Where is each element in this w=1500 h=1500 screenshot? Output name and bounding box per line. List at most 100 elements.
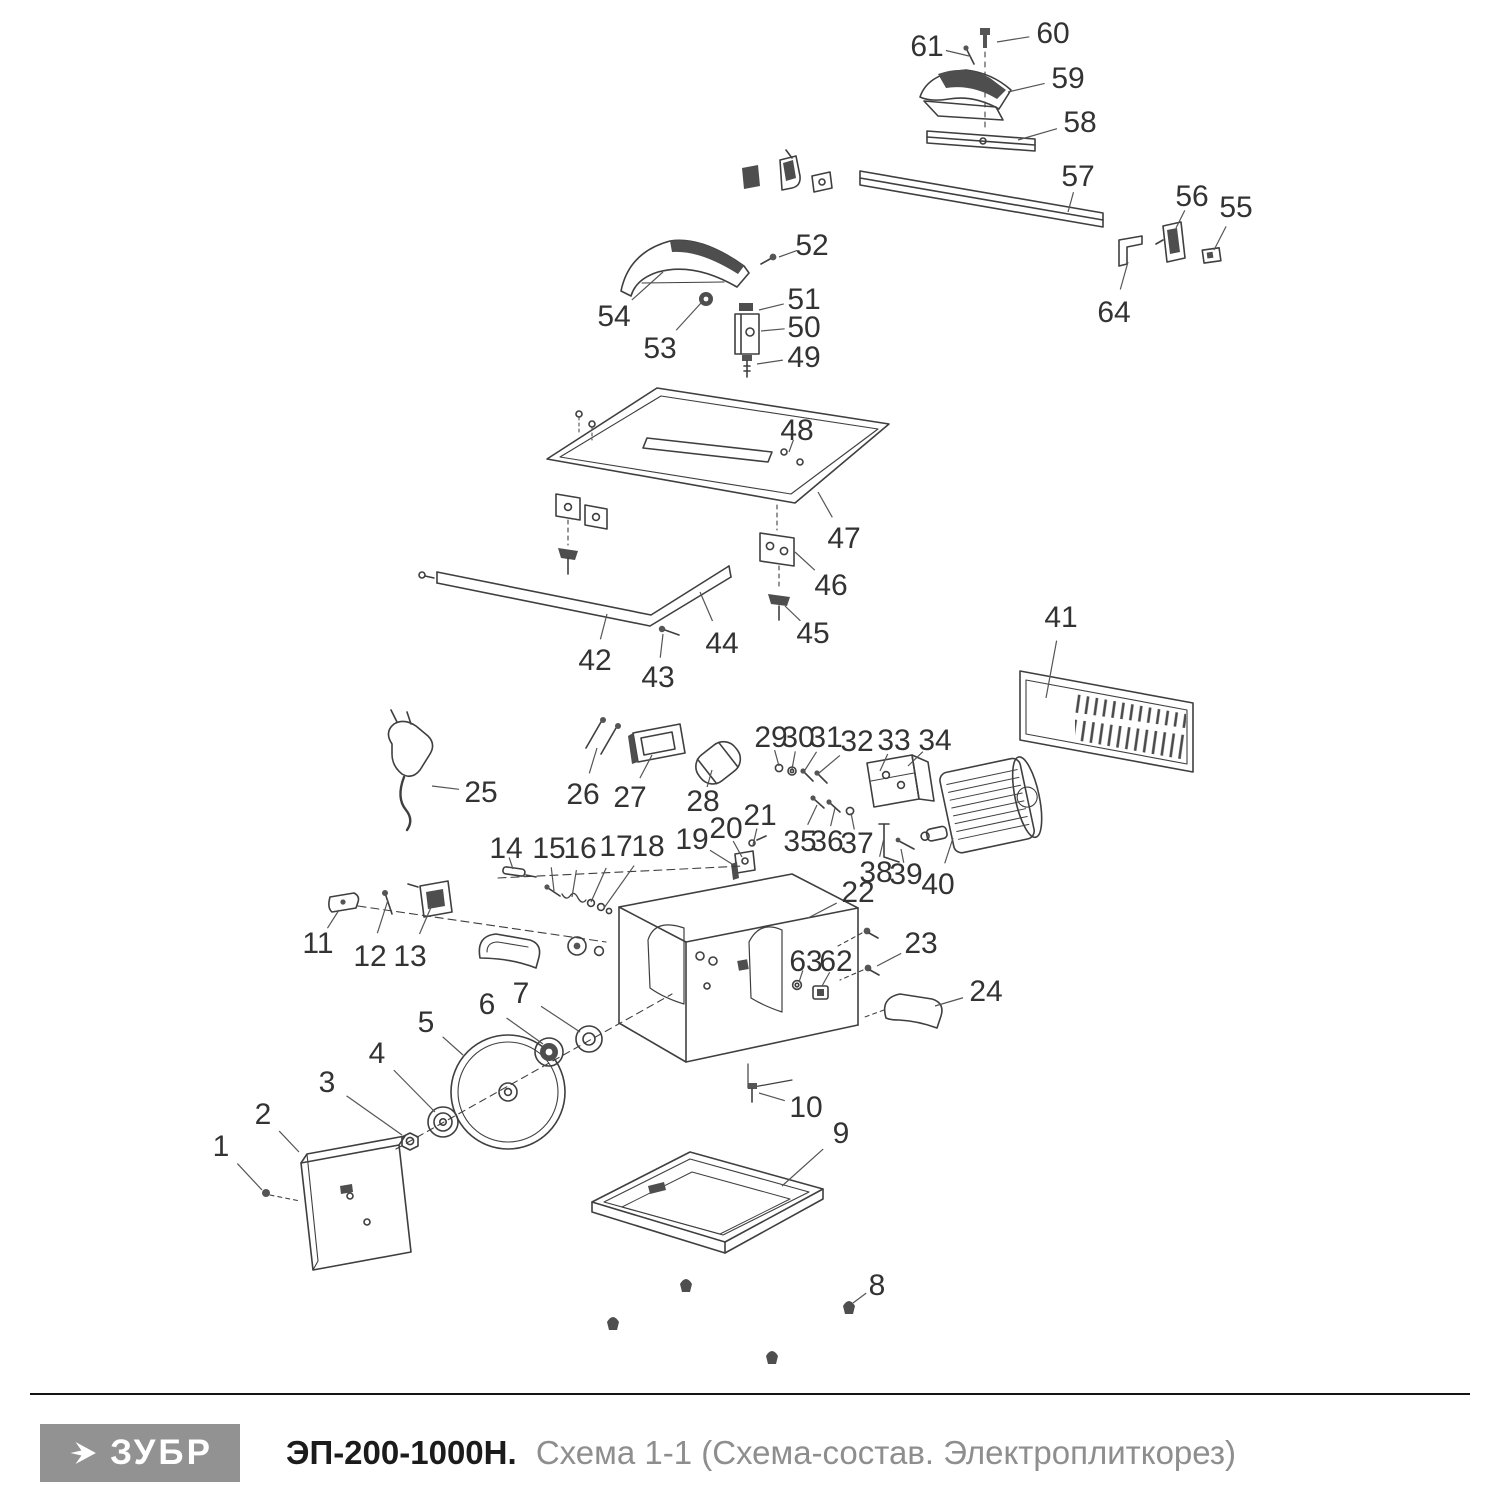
part-label-10: 10 [789,1091,822,1124]
support-frame-42-44 [418,565,732,627]
leader-line-14 [508,857,514,870]
fasteners-35-37 [810,795,855,816]
leader-line-2 [278,1130,300,1153]
clamp-axis-dashed [357,905,607,943]
leader-line-24 [934,997,964,1007]
leader-line-41 [1045,640,1058,699]
part-label-38: 38 [859,856,892,889]
leader-line-19 [709,849,733,865]
bolt-43 [658,625,680,636]
table-mount-bracket-46 [759,504,795,567]
part-label-1: 1 [213,1130,230,1163]
leader-line-9 [781,1148,824,1187]
part-label-60: 60 [1036,17,1069,50]
leader-line-43 [659,633,664,658]
part-label-18: 18 [631,830,664,863]
leader-line-7 [540,1005,581,1033]
pin-39 [895,837,915,850]
screws-23 [837,927,880,981]
part-label-40: 40 [921,868,954,901]
part-label-7: 7 [513,977,530,1010]
leader-line-15 [550,867,555,892]
outer-flange-7 [575,1025,603,1053]
part-label-15: 15 [532,832,565,865]
part-label-41: 41 [1044,601,1077,634]
part-label-16: 16 [563,832,596,865]
part-label-14: 14 [489,832,522,865]
leader-line-1 [236,1163,263,1191]
screw-1 [262,1189,301,1202]
leader-line-60 [996,36,1030,43]
table-mount-brackets-left [555,493,608,575]
part-label-56: 56 [1175,180,1208,213]
leader-line-31 [804,751,818,771]
leader-line-29 [774,749,780,767]
model-number: ЭП-200-1000Н. [286,1434,517,1471]
part-label-55: 55 [1219,191,1252,224]
terminal-box-33-34 [866,754,935,808]
leader-line-45 [784,605,801,622]
part-label-57: 57 [1061,160,1094,193]
water-tray-9 [591,1151,824,1254]
shaft-knob-small [567,936,605,957]
part-label-17: 17 [599,830,632,863]
leader-line-62 [821,971,831,987]
leader-line-57 [1067,192,1075,213]
rubber-feet-8 [607,1279,855,1364]
part-label-53: 53 [643,332,676,365]
leader-line-37 [850,812,855,830]
part-label-23: 23 [904,927,937,960]
part-label-19: 19 [675,823,708,856]
part-label-30: 30 [781,721,814,754]
clamp-hardware-cluster [742,149,833,193]
leader-line-63 [798,970,804,983]
inner-flange-6 [534,1037,564,1067]
part-label-62: 62 [819,945,852,978]
vent-grille-41 [1019,670,1194,773]
leader-line-34 [907,751,924,767]
pin-14 [502,866,537,878]
leader-line-18 [603,865,635,909]
part-label-25: 25 [464,776,497,809]
screw-52 [760,253,777,265]
part-label-47: 47 [827,522,860,555]
part-label-44: 44 [705,627,738,660]
leader-line-35 [807,804,818,826]
leader-line-52 [778,249,798,258]
part-label-34: 34 [918,724,951,757]
guard-base-plate-58 [926,130,1036,152]
cutting-blade-5 [450,1034,566,1150]
leader-line-44 [699,591,714,622]
leader-line-26 [588,747,598,774]
part-label-52: 52 [795,229,828,262]
screw-61 [963,45,975,65]
flange-washer-4 [427,1106,459,1138]
leader-line-56 [1175,210,1186,229]
carry-foot-right-24 [861,993,943,1029]
leader-line-11 [326,909,340,929]
zubr-logo-icon [70,1441,96,1465]
leader-line-64 [1119,261,1129,290]
screws-26 [585,717,621,755]
leader-line-50 [760,328,785,332]
leader-line-46 [794,551,816,571]
part-label-32: 32 [840,725,873,758]
leader-line-51 [758,303,784,311]
leader-line-54 [631,271,664,301]
leader-line-10 [758,1092,786,1102]
part-label-8: 8 [869,1269,886,1302]
bolt-60 [980,28,990,48]
title-block: ЗУБР ЭП-200-1000Н. Схема 1-1 (Схема-сост… [0,1393,1500,1482]
bracket-13 [407,880,453,918]
screw-12 [382,890,393,915]
side-cover-2 [300,1135,412,1271]
pivot-bracket-assembly-49-51 [734,303,760,378]
part-label-13: 13 [393,940,426,973]
screw-48 [780,448,788,456]
block-55 [1201,247,1222,264]
footer-divider [30,1393,1470,1395]
leader-line-59 [1007,82,1045,93]
leader-line-40 [944,837,954,864]
leader-line-33 [879,753,889,772]
